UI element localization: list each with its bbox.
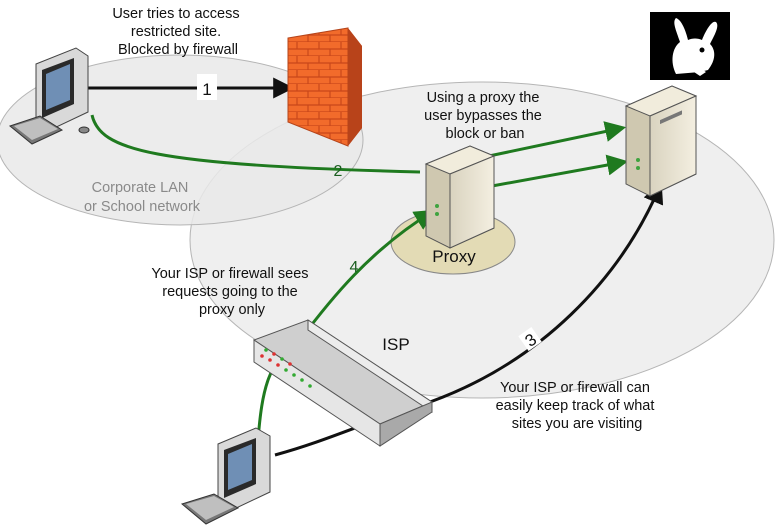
network-switch-icon: [252, 319, 434, 447]
isp-node-label: ISP: [382, 335, 409, 354]
home-computer-icon: [180, 427, 271, 525]
path-3-line: [274, 182, 664, 457]
step1-line-2: restricted site.: [131, 24, 221, 40]
lan-line-1: Corporate LAN: [92, 180, 189, 196]
lan-label: Corporate LAN or School network: [84, 180, 201, 215]
path-2-line: [90, 114, 421, 174]
step-1-badge: [197, 74, 217, 100]
proxy-node-label: Proxy: [432, 247, 476, 266]
proxy-line-2: user bypasses the: [424, 108, 542, 124]
proxy-line-1: Using a proxy the: [427, 90, 540, 106]
firewall-icon: [287, 27, 362, 147]
step-1-number: 1: [202, 80, 211, 99]
proxy-to-site-line-1: [469, 121, 627, 162]
isp-sees-line-2: requests going to the: [162, 284, 297, 300]
step1-line-3: Blocked by firewall: [118, 42, 238, 58]
isp-track-line-1: Your ISP or firewall can: [500, 380, 650, 396]
proxy-line-3: block or ban: [446, 126, 525, 142]
user-computer-icon: [8, 47, 90, 145]
isp-sees-description: Your ISP or firewall sees requests going…: [151, 266, 312, 318]
isp-track-description: Your ISP or firewall can easily keep tra…: [496, 380, 659, 432]
bunny-logo-icon: [650, 12, 730, 80]
step-2-number: 2: [334, 163, 343, 180]
isp-sees-line-1: Your ISP or firewall sees: [151, 266, 308, 282]
step-4-number: 4: [350, 259, 359, 276]
isp-track-line-3: sites you are visiting: [512, 416, 643, 432]
lan-area: [0, 54, 364, 226]
proxy-server-icon: [424, 145, 496, 249]
isp-track-line-2: easily keep track of what: [496, 398, 655, 414]
step1-line-1: User tries to access: [112, 6, 239, 22]
proxy-to-site-line-2: [491, 154, 629, 188]
lan-line-2: or School network: [84, 199, 201, 215]
step1-description: User tries to access restricted site. Bl…: [112, 6, 243, 58]
isp-sees-line-3: proxy only: [199, 302, 266, 318]
target-server-icon: [624, 85, 698, 197]
step-3-badge: [518, 327, 542, 351]
proxy-description: Using a proxy the user bypasses the bloc…: [424, 90, 546, 142]
